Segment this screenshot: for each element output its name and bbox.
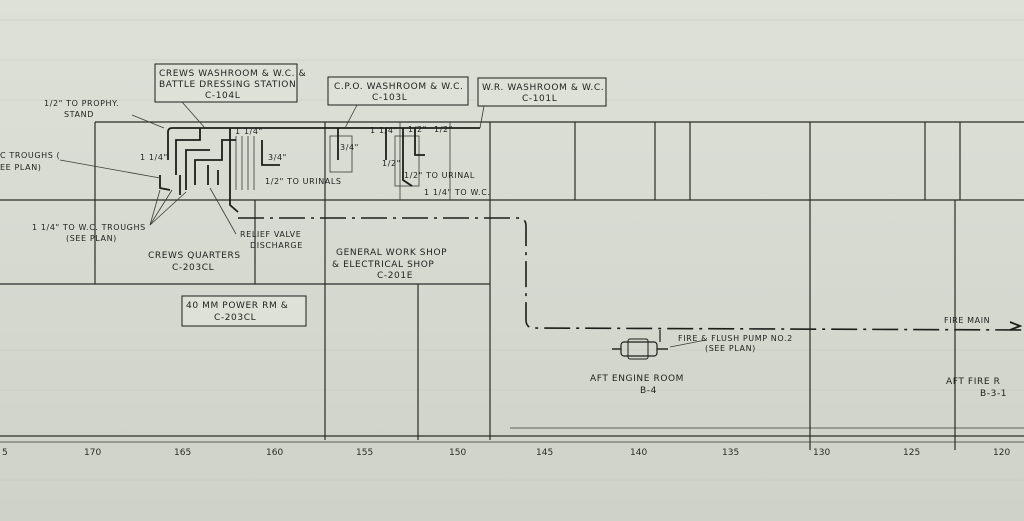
pump-note: FIRE & FLUSH PUMP NO.2 [678, 334, 793, 343]
power-room-code: C-203CL [214, 313, 256, 323]
wr-washroom-box [477, 77, 607, 107]
frame-number: 145 [536, 448, 553, 458]
troughs-note: C TROUGHS ( [0, 151, 60, 160]
frame-scale: 5 170 165 160 155 150 145 140 135 130 12… [0, 441, 1024, 458]
troughs-note-2: EE PLAN) [0, 163, 42, 172]
frame-number: 135 [722, 448, 739, 458]
frame-number: 125 [903, 448, 920, 458]
battle-dressing-label: BATTLE DRESSING STATION [159, 80, 296, 90]
aft-engine-label: AFT ENGINE ROOM [590, 374, 684, 384]
frame-number: 160 [266, 448, 283, 458]
frame-number: 165 [174, 448, 191, 458]
crews-washroom-label: CREWS WASHROOM & W.C. & [159, 69, 306, 79]
cpo-washroom-code: C-103L [372, 93, 407, 103]
wc-troughs-note-2: (SEE PLAN) [66, 234, 117, 243]
to-wc-note: 1 1/4" TO W.C. [424, 188, 491, 197]
wc-troughs-note: 1 1/4" TO W.C. TROUGHS [32, 223, 146, 232]
crews-quarters-code: C-203CL [172, 263, 214, 273]
crews-quarters-label: CREWS QUARTERS [148, 251, 241, 261]
fire-main-line [238, 217, 1024, 331]
aft-fire-code: B-3-1 [980, 389, 1007, 399]
fire-flush-pump-icon [612, 330, 668, 360]
power-room-label: 40 MM POWER RM & [186, 301, 288, 311]
wr-washroom-code: C-101L [522, 94, 557, 104]
frame-number: 5 [2, 448, 8, 458]
pipe-size-label: 3/4" [340, 143, 359, 152]
deck-walls [0, 121, 1024, 450]
crews-washroom-box [154, 63, 298, 103]
aft-engine-code: B-4 [640, 386, 657, 396]
frame-number: 155 [356, 448, 373, 458]
cpo-washroom-label: C.P.O. WASHROOM & W.C. [334, 82, 464, 92]
frame-number: 170 [84, 448, 101, 458]
leader-lines [59, 101, 707, 348]
pipe-size-label: 3/4" [268, 153, 287, 162]
power-room-box [181, 295, 307, 327]
crews-washroom-code: C-104L [205, 91, 240, 101]
frame-number: 150 [449, 448, 466, 458]
wr-washroom-label: W.R. WASHROOM & W.C. [482, 83, 604, 93]
fixture-partitions [235, 135, 420, 190]
prophy-note: 1/2" TO PROPHY. [44, 99, 119, 108]
pipe-size-label: 1/2" [382, 159, 401, 168]
frame-number: 140 [630, 448, 647, 458]
workshop-label: GENERAL WORK SHOP [336, 248, 447, 258]
relief-valve-note-2: DISCHARGE [250, 241, 303, 250]
fire-main-label: FIRE MAIN [944, 316, 990, 325]
electrical-shop-label: & ELECTRICAL SHOP [332, 260, 434, 270]
pipe-size-label: 1 1/4" [235, 127, 263, 136]
relief-valve-note: RELIEF VALVE [240, 230, 301, 239]
frame-number: 120 [993, 448, 1010, 458]
water-piping [159, 127, 480, 213]
pipe-size-label: 1/2" [434, 125, 453, 134]
workshop-code: C-201E [377, 271, 413, 281]
pipe-size-label: 1/2" [408, 125, 427, 134]
aft-fire-label: AFT FIRE R [946, 377, 1000, 387]
prophy-note-2: STAND [64, 110, 94, 119]
to-urinals-note: 1/2" TO URINALS [265, 177, 342, 186]
pump-note-2: (SEE PLAN) [705, 344, 756, 353]
pipe-size-label: 1 1/4" [370, 126, 398, 135]
cpo-washroom-box [327, 76, 469, 106]
frame-number: 130 [813, 448, 830, 458]
to-urinal-note: 1/2" TO URINAL [404, 171, 475, 180]
pipe-size-label: 1 1/4" [140, 153, 168, 162]
